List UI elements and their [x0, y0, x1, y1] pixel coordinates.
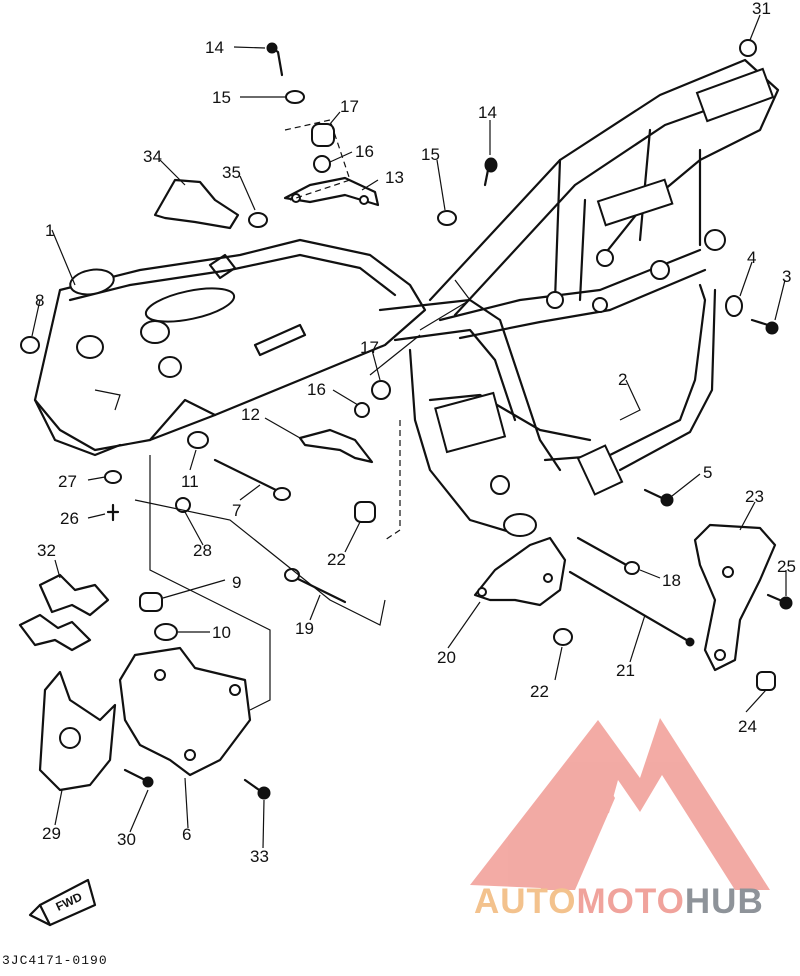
leader-lines	[31, 14, 787, 849]
callout-31: 31	[752, 0, 771, 18]
callout-6: 6	[182, 825, 191, 844]
brand-hub: HUB	[684, 882, 764, 921]
callout-4: 4	[747, 248, 756, 267]
drawing-code: 3JC4171-0190	[2, 953, 108, 968]
callout-14: 14	[205, 38, 224, 57]
callout-1: 1	[45, 221, 54, 240]
callout-9: 9	[232, 573, 241, 592]
callout-16b: 16	[307, 380, 326, 399]
callout-25: 25	[777, 557, 796, 576]
callout-2: 2	[618, 370, 627, 389]
callout-16: 16	[355, 142, 374, 161]
callout-26: 26	[60, 509, 79, 528]
watermark-brand: AUTOMOTOHUB	[474, 884, 764, 919]
callout-14b: 14	[478, 103, 497, 122]
small-parts	[18, 39, 793, 927]
callout-30: 30	[117, 830, 136, 849]
callout-27: 27	[58, 472, 77, 491]
callout-7: 7	[232, 501, 241, 520]
callout-34: 34	[143, 147, 162, 166]
callout-17: 17	[340, 97, 359, 116]
callout-35: 35	[222, 163, 241, 182]
callout-32: 32	[37, 541, 56, 560]
callout-24: 24	[738, 717, 757, 736]
callout-10: 10	[212, 623, 231, 642]
fwd-label: FWD	[54, 890, 85, 914]
callout-18: 18	[662, 571, 681, 590]
callout-22b: 22	[530, 682, 549, 701]
callout-13: 13	[385, 168, 404, 187]
callout-15: 15	[212, 88, 231, 107]
callout-23: 23	[745, 487, 764, 506]
callout-22a: 22	[327, 550, 346, 569]
callout-21: 21	[616, 661, 635, 680]
callout-3: 3	[782, 267, 791, 286]
front-frame-part-1	[33, 238, 427, 457]
main-frame	[378, 58, 780, 537]
callout-28: 28	[193, 541, 212, 560]
callout-19: 19	[295, 619, 314, 638]
callout-5: 5	[703, 463, 712, 482]
callout-20: 20	[437, 648, 456, 667]
assembly-lines	[94, 119, 471, 711]
callout-12: 12	[241, 405, 260, 424]
callout-29: 29	[42, 824, 61, 843]
brand-moto: MOTO	[576, 882, 685, 921]
callout-33: 33	[250, 847, 269, 866]
callout-15b: 15	[421, 145, 440, 164]
callout-17b: 17	[360, 338, 379, 357]
callout-labels: 31 14 15 17 16 13 34 35 1 8 12 11 7 27 2…	[35, 0, 796, 914]
watermark-logo	[470, 718, 770, 890]
callout-11: 11	[181, 472, 199, 491]
brand-auto: AUTO	[474, 882, 577, 921]
callout-8: 8	[35, 291, 44, 310]
